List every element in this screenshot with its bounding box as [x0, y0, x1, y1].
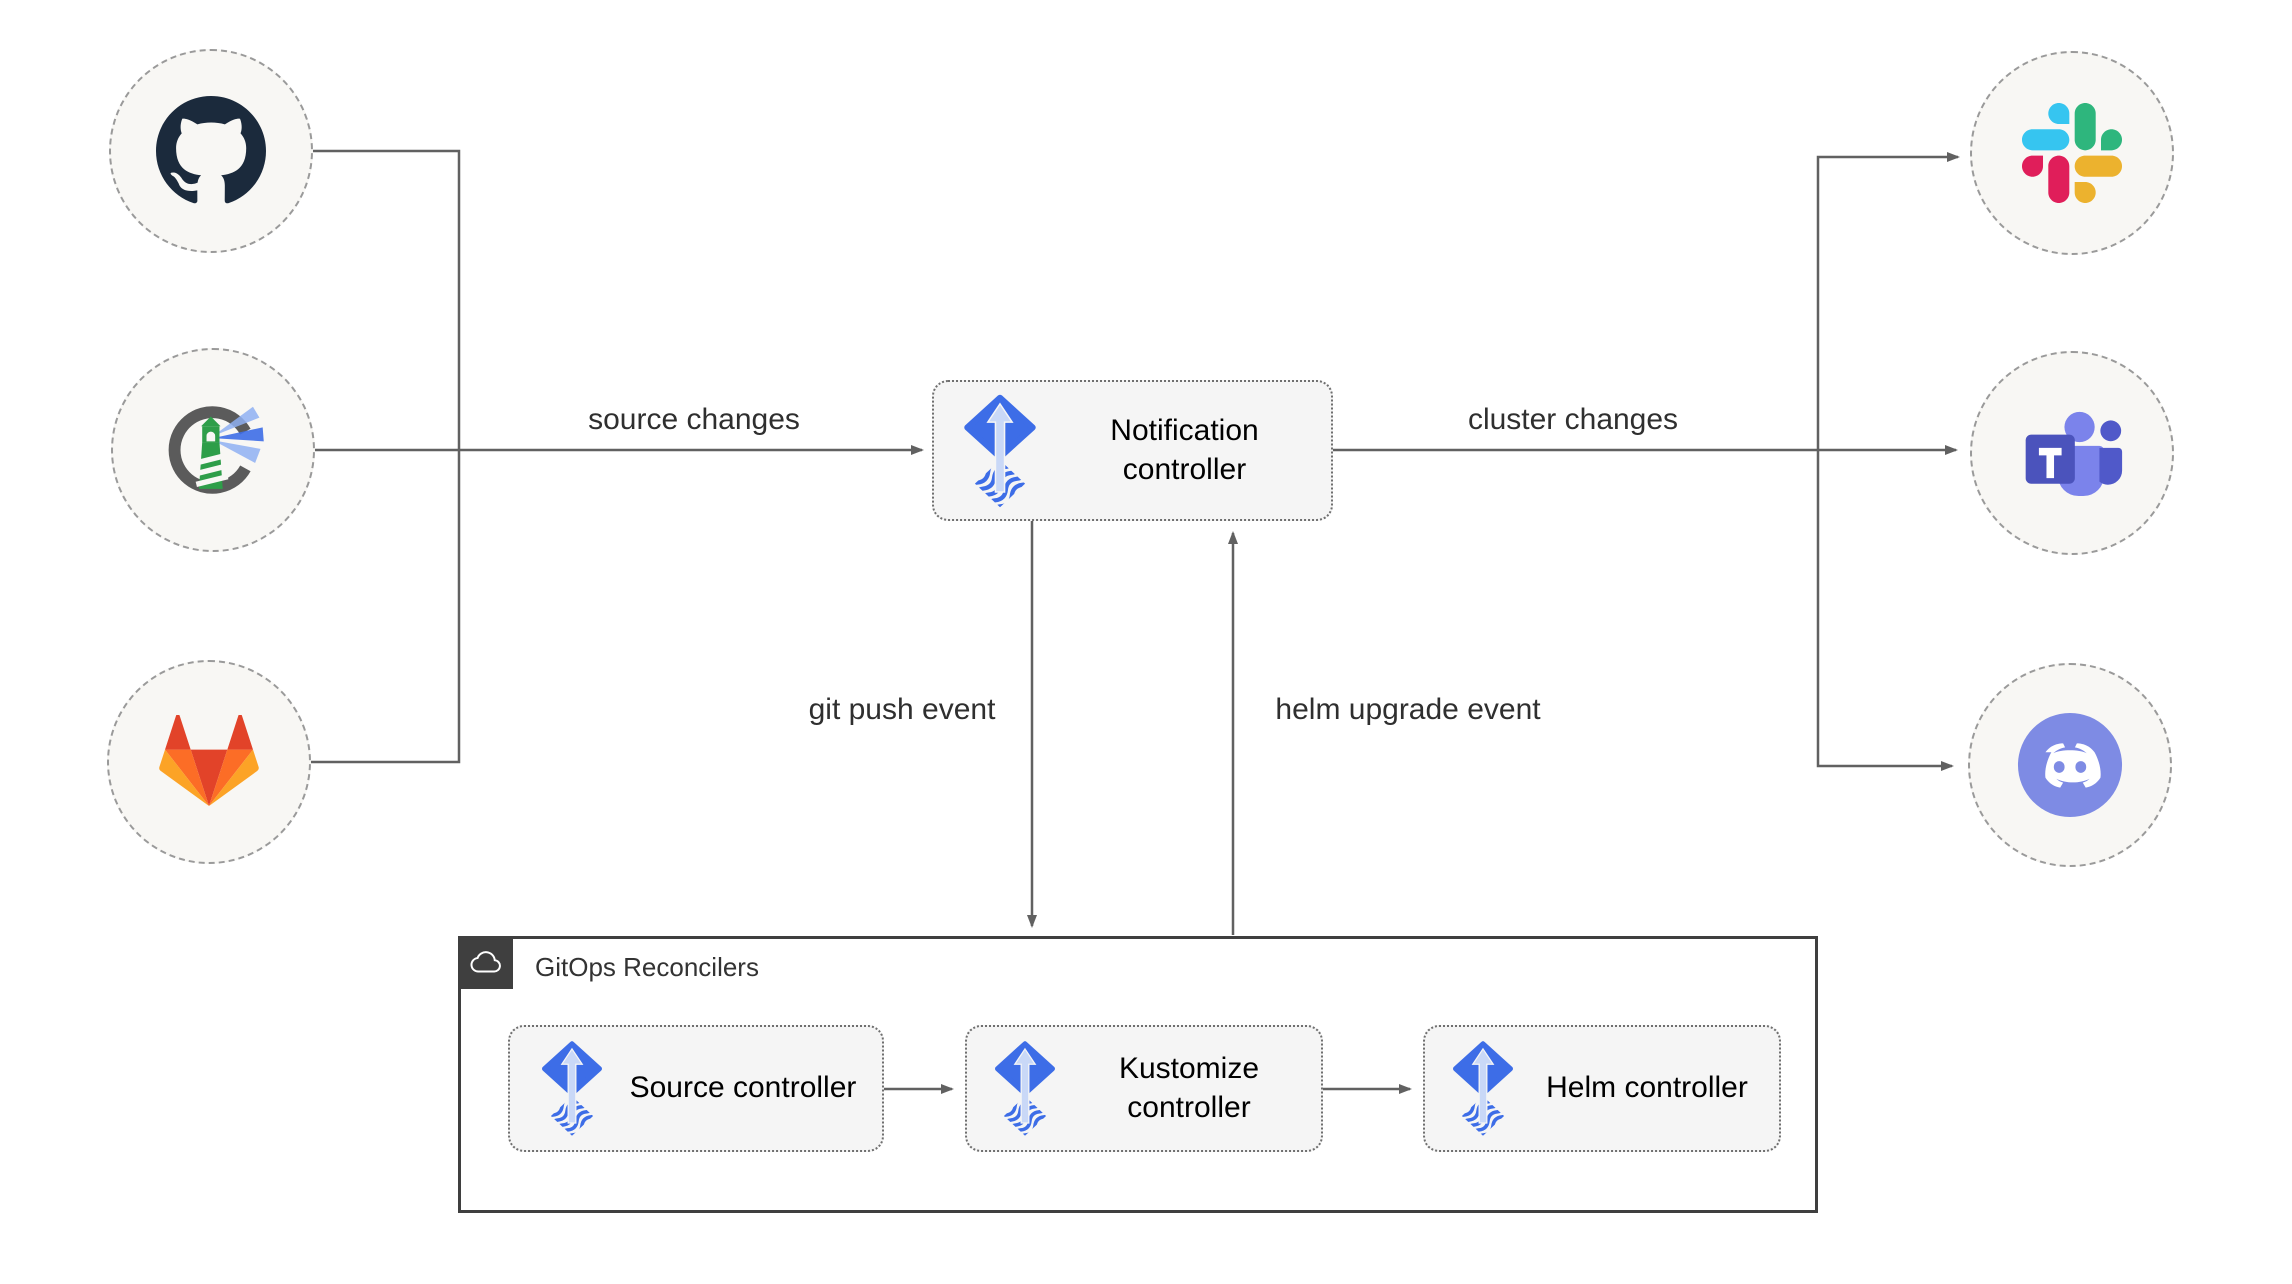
- flux-icon: [1451, 1040, 1515, 1137]
- notification-controller-node: Notification controller: [932, 380, 1333, 521]
- connector-cluster-changes-discord: [1816, 450, 1954, 771]
- github-icon: [156, 96, 266, 204]
- notification-controller-label: Notification controller: [1110, 414, 1259, 486]
- target-node-teams: [1970, 351, 2174, 555]
- flux-icon: [540, 1040, 604, 1137]
- gitlab-icon: [159, 714, 259, 806]
- slack-icon: [2022, 103, 2122, 203]
- discord-icon: [2017, 712, 2123, 818]
- source-controller-node: Source controller: [508, 1025, 884, 1152]
- microsoft-teams-icon: [2025, 411, 2123, 496]
- harbor-lighthouse-icon: [168, 406, 264, 494]
- kustomize-controller-label: Kustomize controller: [1118, 1052, 1260, 1124]
- source-node-gitlab: [107, 660, 311, 864]
- source-controller-label: Source controller: [629, 1071, 857, 1105]
- edge-label-helm-upgrade-event: helm upgrade event: [1275, 693, 1541, 726]
- source-node-harbor: [111, 348, 315, 552]
- connector-cluster-changes-slack: [1816, 152, 1960, 450]
- edge-label-source-changes: source changes: [588, 403, 800, 436]
- target-node-discord: [1968, 663, 2172, 867]
- connector-sources-bus: [308, 149, 461, 764]
- gitops-group-title: GitOps Reconcilers: [535, 952, 759, 982]
- flux-icon: [962, 393, 1038, 509]
- gitops-group-tab: [458, 936, 513, 989]
- edge-label-git-push-event: git push event: [808, 693, 996, 726]
- edge-label-cluster-changes: cluster changes: [1467, 403, 1679, 436]
- target-node-slack: [1970, 51, 2174, 255]
- source-node-github: [109, 49, 313, 253]
- cloud-icon: [470, 950, 501, 972]
- helm-controller-label: Helm controller: [1546, 1071, 1748, 1105]
- flux-icon: [993, 1040, 1057, 1137]
- gitops-reconcilers-group: GitOps Reconcilers: [458, 936, 1818, 1213]
- kustomize-controller-node: Kustomize controller: [965, 1025, 1323, 1152]
- helm-controller-node: Helm controller: [1423, 1025, 1781, 1152]
